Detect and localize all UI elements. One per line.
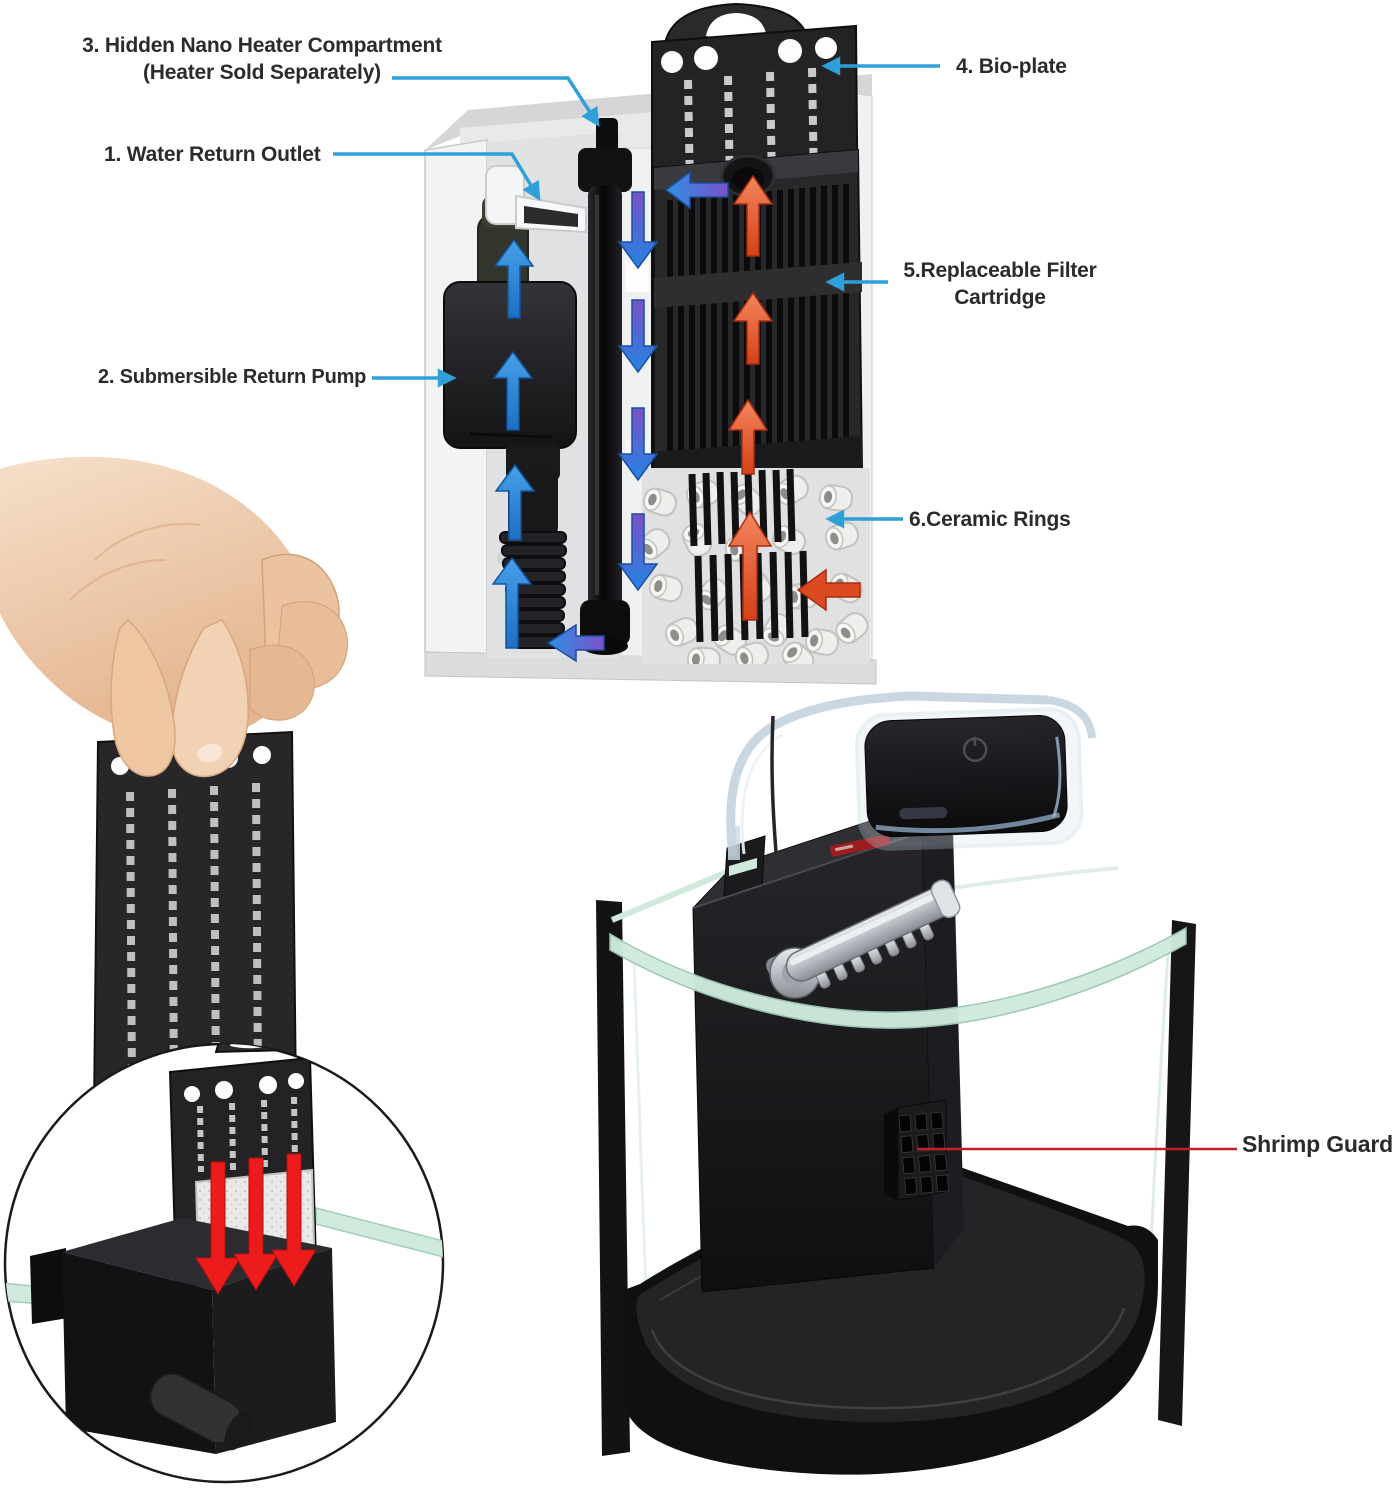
- tank-left-trim: [596, 900, 630, 1456]
- leader-heater-compartment: [392, 76, 600, 127]
- inset-outlet-spout: [149, 1372, 253, 1451]
- label-water-return-outlet: 1. Water Return Outlet: [104, 143, 321, 166]
- label-ceramic-rings: 6.Ceramic Rings: [909, 508, 1071, 531]
- hand: [0, 456, 348, 778]
- label-cartridge-line2: Cartridge: [954, 286, 1046, 309]
- heater: [578, 118, 632, 655]
- label-submersible-return-pump: 2. Submersible Return Pump: [98, 366, 367, 388]
- leader-lines: [333, 56, 1237, 1151]
- flow-arrows-red: [727, 174, 861, 621]
- label-filter-cartridge: 5.Replaceable Filter Cartridge: [894, 257, 1106, 311]
- inset-flow-arrows-red: [195, 1153, 317, 1295]
- hang-on-filter-box: [692, 793, 964, 1293]
- light-bracket: [726, 691, 1096, 860]
- tank-right-trim: [1158, 920, 1196, 1426]
- front-rim-glass: [609, 926, 1187, 1029]
- brand-logo: [829, 834, 890, 857]
- glass-shelf-right: [315, 1207, 443, 1261]
- label-heater-line2: (Heater Sold Separately): [143, 61, 381, 84]
- power-cable: [770, 715, 778, 853]
- flow-arrows-blue-up: [491, 238, 536, 649]
- back-rim-glass: [610, 869, 729, 923]
- spray-bar: [766, 879, 961, 999]
- label-heater-line1: 3. Hidden Nano Heater Compartment: [82, 34, 442, 57]
- power-touch-icon: [962, 736, 988, 762]
- aquarium-tank: [596, 691, 1196, 1475]
- label-shrimp-guard: Shrimp Guard: [1242, 1131, 1393, 1157]
- cartridge-insert-inset: [3, 1042, 445, 1484]
- flow-arrows-down: [546, 170, 729, 663]
- label-bio-plate: 4. Bio-plate: [956, 55, 1067, 78]
- label-heater-compartment: 3. Hidden Nano Heater Compartment (Heate…: [80, 32, 444, 86]
- label-cartridge-line1: 5.Replaceable Filter: [903, 259, 1097, 282]
- leader-water-return-outlet: [333, 152, 541, 202]
- led-light: [854, 707, 1084, 851]
